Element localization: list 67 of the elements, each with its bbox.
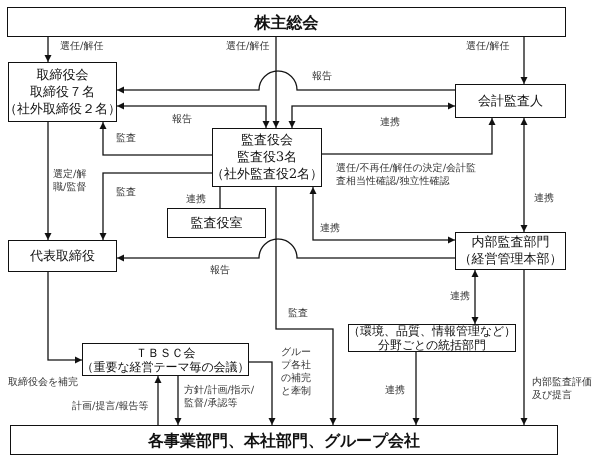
arrow — [249, 361, 276, 425]
edge-label: 監査 — [116, 132, 136, 145]
box-text: 取締役会 — [36, 66, 88, 84]
box-text: 監査役3名 — [236, 149, 298, 166]
box-text: 内部監査部門 — [472, 234, 550, 251]
box-text: （環境、品質、情報管理など） — [348, 324, 516, 338]
box-text: 取締役７名 — [30, 84, 95, 100]
org-box — [455, 232, 566, 270]
arrow — [117, 70, 455, 94]
edge-label: 計画/提言/報告等 — [72, 400, 149, 413]
edge-label: 監査 — [288, 307, 308, 320]
box-text: ＴＢＳＣ会 — [136, 346, 196, 360]
edge-label: 連携 — [380, 116, 400, 129]
arrow — [322, 118, 496, 155]
edge-label: 連携 — [450, 290, 470, 303]
arrow — [44, 37, 52, 62]
arrow — [154, 376, 162, 425]
edge-label: 監査 — [116, 186, 136, 199]
edge-label: 報告 — [210, 264, 230, 277]
box-text: 監査役会 — [241, 132, 293, 149]
arrow — [275, 187, 336, 425]
org-box — [82, 343, 249, 376]
edge-label: 連携 — [186, 193, 206, 206]
box-text: （重要な経営テーマ毎の会議） — [82, 360, 250, 374]
side-note: 取締役会を補完 — [8, 376, 78, 389]
org-box — [8, 240, 117, 272]
connector-line — [219, 187, 221, 208]
box-text: 株主総会 — [254, 14, 318, 30]
box-text: 会計監査人 — [478, 92, 543, 110]
arrow — [520, 118, 528, 232]
arrow — [520, 37, 528, 84]
arrow — [272, 37, 280, 128]
edge-label: 選任/解任 — [226, 40, 270, 53]
edge-label: 報告 — [312, 70, 332, 83]
edge-label: 連携 — [385, 384, 405, 397]
edge-label: 連携 — [320, 222, 340, 235]
arrow — [412, 352, 420, 425]
arrow — [100, 172, 212, 240]
arrow — [44, 122, 52, 240]
box-text: 分野ごとの統括部門 — [378, 338, 486, 352]
org-box — [8, 62, 117, 122]
edge-label: 連携 — [534, 192, 554, 205]
arrow — [47, 272, 82, 364]
arrow — [288, 102, 455, 128]
org-box — [212, 128, 322, 187]
arrow — [310, 187, 455, 244]
arrow — [472, 270, 478, 324]
box-text: （社外取締役２名） — [4, 100, 121, 118]
band-box — [7, 7, 566, 37]
arrow — [174, 376, 182, 425]
edge-label: 内部監査評価及び提言 — [532, 376, 594, 402]
arrow — [117, 238, 455, 262]
box-text: （社外監査役2名） — [210, 166, 324, 183]
edge-label: 選任/解任 — [466, 40, 510, 53]
band-box — [10, 425, 558, 455]
arrow — [117, 102, 270, 128]
edge-label: 選任/解任 — [60, 40, 104, 53]
edge-label: 報告 — [172, 113, 192, 126]
arrow — [520, 270, 528, 425]
box-text: 代表取締役 — [30, 248, 95, 264]
org-box — [455, 84, 566, 118]
org-box — [348, 324, 516, 352]
box-text: （経営管理本部） — [458, 251, 562, 268]
arrow — [100, 122, 212, 156]
box-text: 監査役室 — [190, 214, 242, 232]
box-text: 各事業部門、本社部門、グループ会社 — [148, 432, 420, 448]
org-box — [167, 208, 266, 238]
